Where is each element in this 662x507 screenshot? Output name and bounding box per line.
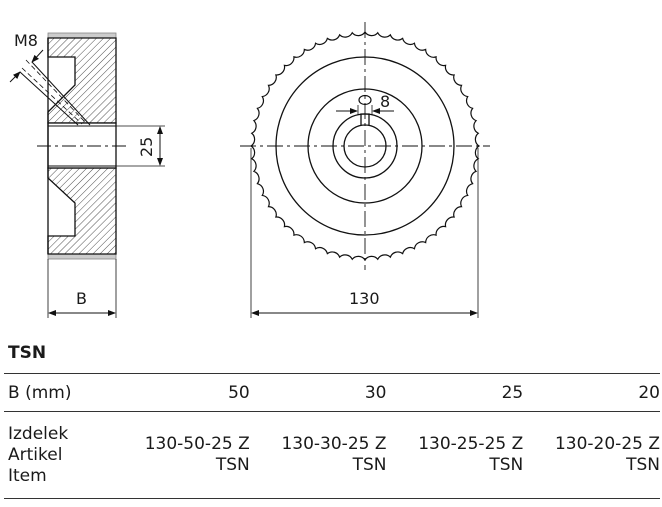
item-code: 130-50-25 Z: [144, 434, 250, 454]
item-suffix: TSN: [215, 455, 250, 475]
item-label-line: Izdelek: [8, 423, 69, 444]
diameter-dimension: 130: [349, 289, 380, 308]
width-header: B (mm): [4, 373, 113, 412]
keyway-dimension: 8: [380, 92, 390, 111]
item-label-line: Item: [8, 465, 47, 486]
bore-dimension: 25: [137, 137, 156, 157]
item-suffix: TSN: [352, 455, 387, 475]
item-code: 130-25-25 Z: [418, 434, 524, 454]
thread-label: M8: [14, 31, 38, 50]
front-view: [240, 22, 490, 318]
width-cell: 20: [523, 373, 660, 412]
item-code: 130-30-25 Z: [281, 434, 387, 454]
item-label-line: Artikel: [8, 444, 63, 465]
width-cell: 30: [249, 373, 387, 412]
item-suffix: TSN: [626, 455, 660, 475]
product-table: B (mm) 50 30 25 20 Izdelek Artikel Item …: [4, 373, 660, 499]
width-cell: 25: [386, 373, 524, 412]
width-cell: 50: [113, 373, 250, 412]
width-dimension: B: [76, 289, 87, 308]
item-header: Izdelek Artikel Item: [4, 411, 113, 499]
item-suffix: TSN: [489, 455, 524, 475]
item-code: 130-20-25 Z: [554, 434, 660, 454]
table-row-width: B (mm) 50 30 25 20: [4, 373, 660, 412]
table-title: TSN: [8, 343, 47, 363]
side-view: [9, 32, 165, 318]
technical-drawing: M8 25 B 8 130: [9, 22, 490, 318]
